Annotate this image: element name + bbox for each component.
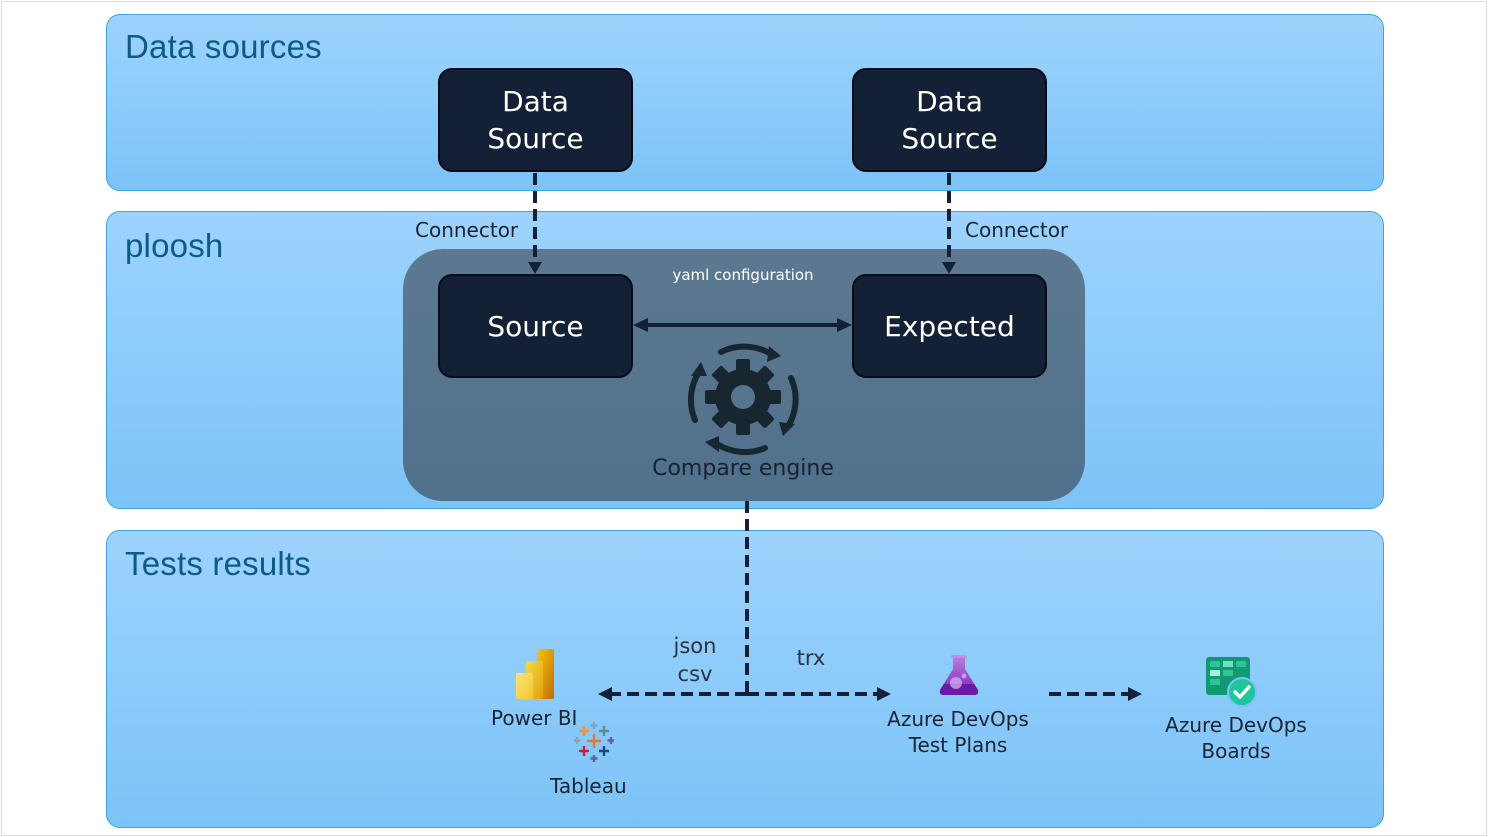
data-sources-band: Data sources [106, 14, 1384, 191]
expected-label: Expected [884, 309, 1015, 343]
test-plans-label: Azure DevOps Test Plans [868, 706, 1048, 758]
ploosh-title: ploosh [125, 227, 224, 264]
boards-label: Azure DevOps Boards [1146, 712, 1326, 764]
boards-label-line2: Boards [1201, 739, 1271, 763]
source-label: Source [487, 309, 584, 343]
tests-results-title: Tests results [125, 545, 311, 582]
data-source-right-node[interactable]: Data Source [852, 68, 1047, 172]
yaml-configuration-label: yaml configuration [672, 266, 814, 284]
source-node[interactable]: Source [438, 274, 633, 378]
data-source-left-node[interactable]: Data Source [438, 68, 633, 172]
test-plans-label-line1: Azure DevOps [887, 707, 1029, 731]
data-source-right-line2: Source [901, 122, 998, 155]
azure-boards-icon [1206, 657, 1257, 707]
test-plans-label-line2: Test Plans [908, 733, 1008, 757]
data-source-left-line1: Data [502, 85, 569, 118]
connector-right-label: Connector [965, 218, 1069, 242]
tests-results-band: Tests results [106, 530, 1384, 828]
data-source-right-line1: Data [916, 85, 983, 118]
data-sources-title: Data sources [125, 28, 322, 65]
expected-node[interactable]: Expected [852, 274, 1047, 378]
boards-label-line1: Azure DevOps [1165, 713, 1307, 737]
trx-label: trx [796, 646, 826, 670]
azure-test-plans-icon [939, 655, 979, 695]
tableau-icon [574, 722, 614, 762]
compare-engine-label: Compare engine [652, 456, 834, 481]
power-bi-icon [516, 649, 554, 699]
csv-label: csv [677, 662, 713, 686]
compare-engine-gear-icon [687, 343, 799, 456]
connector-left-label: Connector [415, 218, 519, 242]
data-source-left-line2: Source [487, 122, 584, 155]
tableau-label: Tableau [550, 774, 627, 798]
power-bi-label: Power BI [491, 706, 578, 730]
json-label: json [673, 634, 717, 658]
